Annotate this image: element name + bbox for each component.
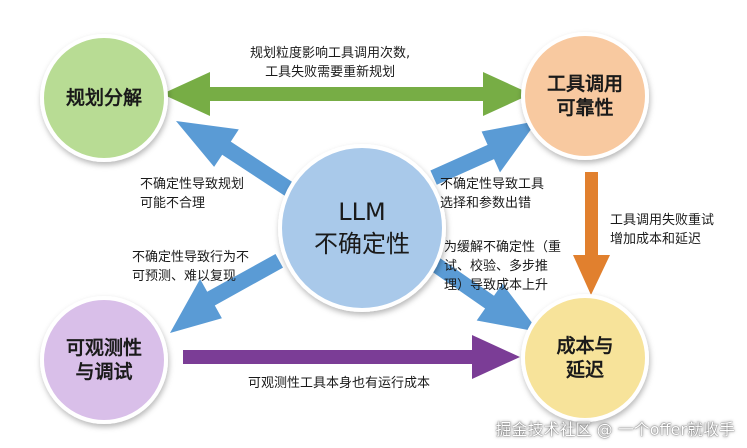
node-tool-reliability — [521, 32, 649, 160]
arrow-planning-tool — [162, 72, 531, 116]
node-cost-latency — [521, 294, 649, 422]
edge-planning-tool-line-2: 工具失败需要重新规划 — [265, 65, 396, 80]
edge-llm-observability-label: 不确定性导致行为不 可预测、难以复现 — [132, 248, 249, 286]
arrow-llm-to-planning — [176, 121, 295, 197]
edge-llm-planning-label: 不确定性导致规划 可能不合理 — [140, 175, 244, 213]
edge-llm-planning-line-1: 不确定性导致规划 — [140, 177, 245, 192]
node-planning-label: 规划分解 — [44, 86, 164, 110]
edge-tool-cost-label: 工具调用失败重试 增加成本和延迟 — [610, 211, 714, 249]
edge-observability-cost-label: 可观测性工具本身也有运行成本 — [248, 374, 430, 393]
node-llm — [278, 144, 446, 312]
arrow-observability-to-cost — [183, 335, 520, 379]
node-observability-line-2: 与调试 — [75, 361, 133, 383]
arrow-llm-to-tool — [430, 121, 537, 185]
node-planning — [40, 34, 168, 162]
watermark: 掘金技术社区 @ 一个offer就收手 — [495, 420, 735, 439]
node-tool-reliability-line-2: 可靠性 — [556, 97, 614, 119]
node-planning-line-1: 规划分解 — [65, 87, 142, 109]
edge-observability-cost-line-1: 可观测性工具本身也有运行成本 — [248, 376, 431, 391]
node-observability-label: 可观测性 与调试 — [44, 336, 164, 384]
edge-llm-cost-label: 为缓解不确定性（重 试、校验、多步推 理）导致成本上升 — [444, 238, 561, 295]
node-cost-latency-label: 成本与 延迟 — [525, 334, 645, 382]
edge-llm-observability-line-1: 不确定性导致行为不 — [132, 250, 250, 265]
node-tool-reliability-label: 工具调用 可靠性 — [525, 72, 645, 120]
arrow-tool-to-cost — [573, 172, 610, 295]
edge-tool-cost-line-2: 增加成本和延迟 — [610, 232, 702, 247]
node-cost-latency-line-2: 延迟 — [565, 359, 604, 381]
edge-llm-cost-line-2: 试、校验、多步推 — [444, 259, 549, 274]
edge-llm-planning-line-2: 可能不合理 — [140, 196, 206, 211]
node-tool-reliability-line-1: 工具调用 — [546, 73, 623, 95]
node-cost-latency-line-1: 成本与 — [556, 335, 614, 357]
edge-llm-cost-line-3: 理）导致成本上升 — [444, 278, 549, 293]
node-observability — [40, 296, 168, 424]
edge-llm-observability-line-2: 可预测、难以复现 — [132, 269, 237, 284]
edge-llm-tool-label: 不确定性导致工具 选择和参数出错 — [440, 175, 544, 213]
node-llm-line-2: 不确定性 — [314, 230, 410, 258]
edge-planning-tool-line-1: 规划粒度影响工具调用次数, — [250, 46, 411, 61]
edge-llm-tool-line-2: 选择和参数出错 — [440, 196, 532, 211]
edge-tool-cost-line-1: 工具调用失败重试 — [610, 213, 715, 228]
node-observability-line-1: 可观测性 — [65, 337, 142, 359]
arrow-llm-to-cost — [431, 258, 539, 332]
arrow-llm-to-observability — [170, 254, 283, 333]
edge-planning-tool-label: 规划粒度影响工具调用次数, 工具失败需要重新规划 — [250, 44, 410, 82]
node-llm-label: LLM 不确定性 — [292, 196, 432, 260]
edge-llm-tool-line-1: 不确定性导致工具 — [440, 177, 545, 192]
edge-llm-cost-line-1: 为缓解不确定性（重 — [444, 240, 562, 255]
node-llm-line-1: LLM — [338, 198, 386, 226]
